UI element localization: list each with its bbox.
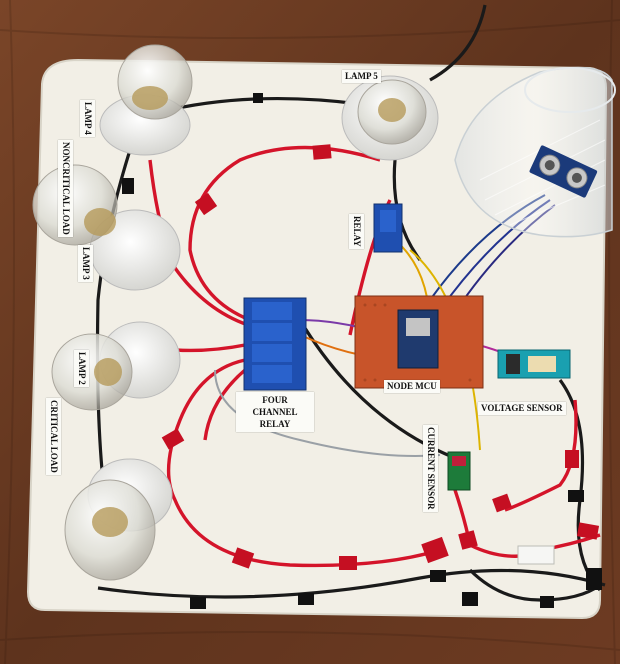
- label-current-sensor: CURRENT SENSOR: [423, 425, 438, 512]
- four-channel-relay-module: [243, 297, 307, 391]
- label-critical-load: CRITICAL LOAD: [46, 398, 61, 475]
- lamp-5: [341, 75, 439, 161]
- terminal-block: [517, 545, 555, 565]
- label-four-channel-relay-line1: FOUR CHANNEL: [252, 395, 298, 418]
- lamp-2: [51, 321, 181, 411]
- label-lamp-4: LAMP 4: [80, 100, 95, 137]
- label-node-mcu: NODE MCU: [384, 380, 440, 393]
- single-relay-module: [373, 203, 403, 253]
- label-lamp-2: LAMP 2: [74, 350, 89, 387]
- label-noncritical-load: NONCRITICAL LOAD: [58, 140, 73, 237]
- label-four-channel-relay-line2: RELAY: [259, 419, 291, 430]
- current-sensor-module: [447, 451, 471, 491]
- label-relay: RELAY: [349, 214, 364, 249]
- black-wire-clips: [122, 93, 602, 609]
- red-wire-clips: [161, 144, 600, 570]
- glass-jar: [454, 66, 616, 238]
- label-lamp-5: LAMP 5: [342, 70, 381, 83]
- lamp-3: [32, 164, 181, 291]
- lamp-4: [99, 44, 193, 156]
- label-lamp-3: LAMP 3: [78, 245, 93, 282]
- label-voltage-sensor: VOLTAGE SENSOR: [478, 402, 566, 415]
- voltage-sensor-module: [497, 349, 571, 379]
- ultrasonic-sensor: [529, 145, 598, 198]
- critical-load-lamp: [64, 458, 173, 581]
- label-four-channel-relay: FOUR CHANNEL RELAY: [236, 392, 314, 433]
- node-mcu-board: [354, 295, 484, 389]
